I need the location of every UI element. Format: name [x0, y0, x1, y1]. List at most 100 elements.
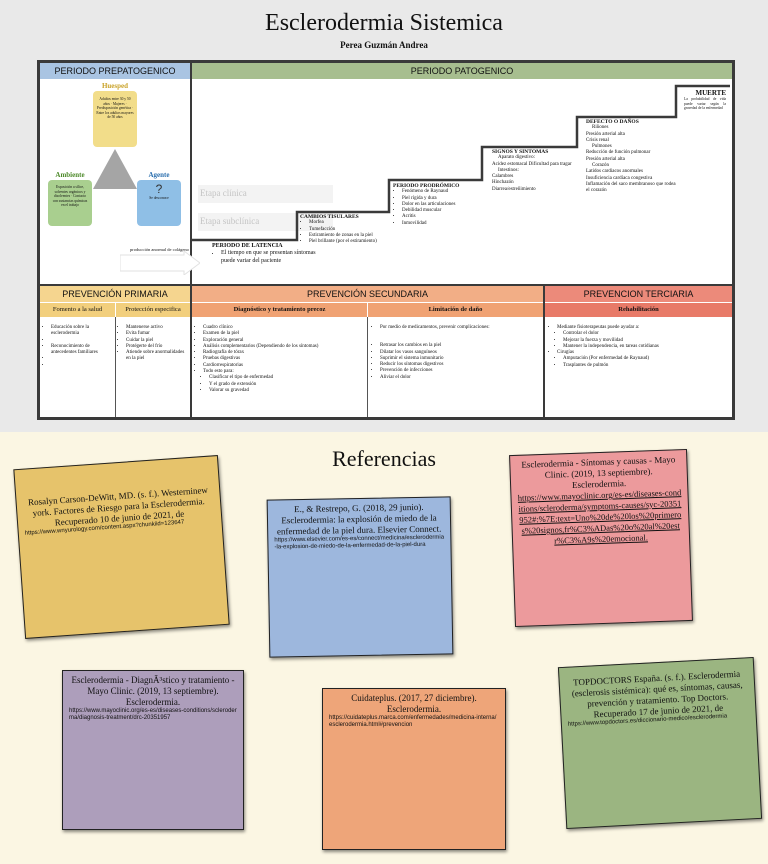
list-item: Morfea — [309, 220, 390, 226]
secundaria-header: PREVENCIÓN SECUNDARIA — [192, 286, 543, 302]
divider — [367, 317, 368, 417]
list-item: Dolor en las articulaciones — [402, 202, 483, 208]
reference-note-6: TOPDOCTORS España. (s. f.). Esclerodermi… — [557, 656, 763, 830]
defecto-title: DEFECTO O DAÑOS — [586, 119, 639, 125]
divider — [40, 284, 732, 286]
divider — [190, 286, 192, 417]
list-item: Exploración general — [203, 338, 366, 344]
prepatogenico-header: PERIODO PREPATOGENICO — [40, 63, 190, 79]
list-item: Piel brillante (por el estiramiento) — [309, 239, 390, 245]
agente-label: Agente — [148, 171, 170, 179]
list-item: Piel rígida y dura — [402, 196, 483, 202]
list-item: Suprimir el sistema inmunitario — [380, 356, 541, 362]
list-item: Cardiorrespiratorias — [203, 363, 366, 369]
signos-item: Acidez estomacal Dificultad para tragar — [492, 161, 572, 167]
list-item: El tiempo en que se presentan síntomas p… — [221, 250, 322, 265]
defecto-item: Latidos cardiacos anormales — [586, 169, 643, 175]
list-item: Análisis complementarios (Dependiendo de… — [203, 344, 366, 350]
reference-note-3: Esclerodermia - Síntomas y causas - Mayo… — [509, 448, 693, 628]
references-title: Referencias — [332, 446, 436, 471]
list-item: Acritis — [402, 214, 483, 220]
list-item: Reducir los síntomas digestivos — [380, 362, 541, 368]
list-item: Dilatar los vasos sanguíneos — [380, 350, 541, 356]
divider — [543, 286, 545, 417]
tisulares-block: CAMBIOS TISULARES Morfea Tumefacción Est… — [300, 214, 390, 245]
author-name: Perea Guzmán Andrea — [340, 40, 428, 50]
list-item: Clasificar el tipo de enfermedad — [209, 375, 366, 381]
clinica-band — [198, 185, 333, 203]
list-item: Atiende sobre anormalidades en la piel — [126, 350, 189, 363]
huesped-text: Adultos entre 30 y 50 años · Mujeres · P… — [96, 97, 134, 120]
ambiente-text: Exposición a sílice, solventes orgánicos… — [52, 185, 88, 208]
secundaria-col1-title: Diagnóstico y tratamiento precoz — [192, 303, 367, 317]
list-item: Radiografía de tórax — [203, 350, 366, 356]
list-item: Todo esto para: — [203, 369, 366, 375]
arrow-icon — [120, 251, 200, 275]
reference-note-1: Rosalyn Carson-DeWitt, MD. (s. f.). West… — [13, 455, 230, 639]
defecto-item: Corazón — [592, 163, 609, 169]
reference-note-4: Esclerodermia - DiagnÃ³stico y tratamien… — [62, 670, 244, 830]
list-item: Mantener la independencia, en tareas cot… — [563, 344, 730, 350]
staircase-line — [192, 84, 730, 242]
list-item: Mediante fisioterapeutas puede ayudar a: — [557, 325, 730, 331]
defecto-item: Pulmones — [592, 144, 612, 150]
tisulares-list: Morfea Tumefacción Estiramiento de zonas… — [300, 220, 390, 245]
divider — [190, 63, 192, 284]
reference-url[interactable]: https://www.mayoclinic.org/es-es/disease… — [69, 708, 237, 721]
signos-item: Calambres — [492, 174, 514, 180]
agente-box: Agente ? Se desconoce — [137, 171, 181, 226]
triad-triangle — [93, 149, 137, 189]
reference-url[interactable]: https://www.mayoclinic.org/es-es/disease… — [517, 487, 682, 546]
list-item: Fenómeno de Raynaud — [402, 189, 483, 195]
reference-url[interactable]: https://www.elsevier.com/es-es/connect/m… — [274, 534, 445, 551]
ambiente-label: Ambiente — [55, 171, 85, 179]
list-item: Mejorar la fuerza y movilidad — [563, 338, 730, 344]
muerte-text: La probabilidad de vida puede variar seg… — [684, 97, 726, 110]
defecto-item: Presión arterial alta — [586, 156, 625, 162]
list-item: Tumefacción — [309, 227, 390, 233]
primaria-col2-list: Mantenerse activo Evita fumar Cuidar la … — [117, 325, 189, 363]
list-item: Aliviar el dolor — [380, 375, 541, 381]
terciaria-header: PREVENCION TERCIARIA — [545, 286, 732, 302]
etapa-subclinica-label: Etapa subclínica — [200, 216, 260, 226]
list-item: Trasplantes de pulmón — [563, 363, 730, 369]
signos-title: SIGNOS Y SINTOMAS — [492, 149, 549, 155]
ambiente-box: Ambiente Exposición a sílice, solventes … — [48, 171, 92, 226]
defecto-item: Inflamación del saco membranoso que rode… — [586, 181, 676, 194]
divider — [115, 317, 116, 417]
signos-item: Intestinos: — [498, 167, 519, 173]
secundaria-col1-list: Cuadro clínico Examen de la piel Explora… — [194, 325, 366, 394]
prodromico-block: PERIODO PRODRÓMICO Fenómeno de Raynaud P… — [393, 183, 483, 227]
signos-item: Diarrea/estreñimiento — [492, 186, 536, 192]
muerte-block: MUERTE La probabilidad de vida puede var… — [684, 89, 726, 111]
question-mark-icon: ? — [155, 182, 163, 196]
list-item: Y el grado de extensión — [209, 382, 366, 388]
list-item: Inmovilidad — [402, 221, 483, 227]
list-item: Debilidad muscular — [402, 208, 483, 214]
muerte-title: MUERTE — [695, 89, 726, 97]
reference-url[interactable]: https://cuidateplus.marca.com/enfermedad… — [329, 715, 497, 728]
list-item: Por medio de medicamentos, prevenir comp… — [380, 325, 541, 331]
latencia-block: PERIODO DE LATENCIA El tiempo en que se … — [212, 243, 322, 265]
list-item: Pruebas digestivas — [203, 356, 366, 362]
huesped-label: Huesped — [101, 82, 129, 90]
defecto-item: Riñones — [592, 125, 609, 131]
secundaria-col2-list: Por medio de medicamentos, prevenir comp… — [371, 325, 541, 381]
list-item: Estiramiento de zonas en la piel — [309, 233, 390, 239]
secundaria-col2-title: Limitación de daño — [368, 303, 543, 317]
list-item: Cirugías — [557, 350, 730, 356]
list-item: Evita fumar — [126, 331, 189, 337]
primaria-header: PREVENCIÓN PRIMARIA — [40, 286, 190, 302]
reference-note-5: Cuidateplus. (2017, 27 diciembre). Escle… — [322, 688, 506, 850]
tisulares-title: CAMBIOS TISULARES — [300, 214, 359, 220]
defecto-block: DEFECTO O DAÑOS Riñones Presión arterial… — [586, 119, 676, 195]
list-item: Controlar el dolor — [563, 331, 730, 337]
primaria-col1-list: Educación sobre la esclerodermia Reconoc… — [42, 325, 114, 369]
list-item — [51, 363, 114, 369]
reference-note-2: E., & Restrepo, G. (2018, 29 junio). Esc… — [266, 496, 454, 658]
list-item: Amputación (Por enfermedad de Raynaud) — [563, 356, 730, 362]
latencia-title: PERIODO DE LATENCIA — [212, 243, 283, 249]
signos-block: SIGNOS Y SINTOMAS Aparato digestivo: Aci… — [492, 149, 580, 193]
prodromico-title: PERIODO PRODRÓMICO — [393, 183, 460, 189]
signos-item: Aparato digestivo: — [498, 155, 536, 161]
